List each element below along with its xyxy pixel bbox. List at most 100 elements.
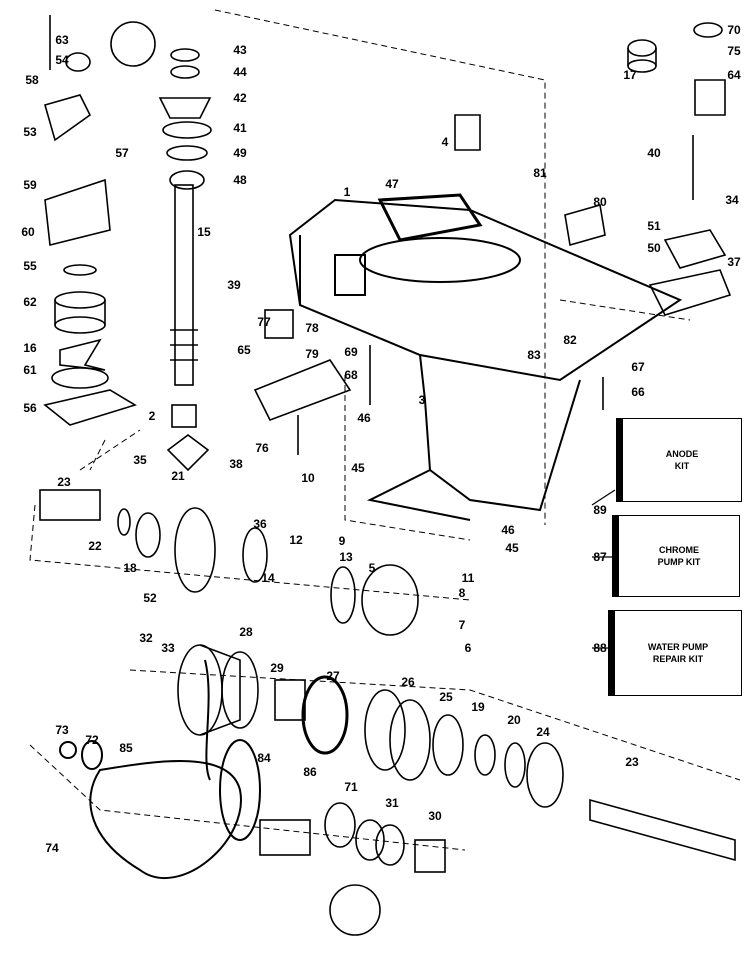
part-number-45: 45: [505, 541, 519, 555]
kit-label: CHROME: [659, 545, 699, 555]
kit-label: ANODE: [665, 449, 699, 459]
chrome-pump-kit-box: CHROME PUMP KIT: [612, 515, 740, 597]
kit-leader-lines: [591, 489, 616, 649]
part-number-62: 62: [23, 295, 37, 309]
part-number-46: 46: [357, 411, 371, 425]
part-number-15: 15: [197, 225, 211, 239]
part-number-74: 74: [45, 841, 59, 855]
part-number-45: 45: [351, 461, 365, 475]
part-number-64: 64: [727, 68, 741, 82]
water-pump-parts: [43, 15, 137, 426]
part-number-50: 50: [647, 241, 661, 255]
part-number-24: 24: [536, 725, 550, 739]
part-number-23: 23: [57, 475, 71, 489]
part-number-70: 70: [727, 23, 741, 37]
part-number-55: 55: [23, 259, 37, 273]
part-number-10: 10: [301, 471, 315, 485]
part-number-28: 28: [239, 625, 253, 639]
kit-label: PUMP KIT: [657, 557, 701, 567]
part-number-22: 22: [88, 539, 102, 553]
part-number-35: 35: [133, 453, 147, 467]
part-number-13: 13: [339, 550, 353, 564]
part-number-78: 78: [305, 321, 319, 335]
part-number-53: 53: [23, 125, 37, 139]
part-number-19: 19: [471, 700, 485, 714]
part-number-39: 39: [227, 278, 241, 292]
part-number-65: 65: [237, 343, 251, 357]
part-number-38: 38: [229, 457, 243, 471]
part-number-86: 86: [303, 765, 317, 779]
part-number-54: 54: [55, 53, 69, 67]
part-number-36: 36: [253, 517, 267, 531]
part-number-59: 59: [23, 178, 37, 192]
part-number-61: 61: [23, 363, 37, 377]
anode-77: [264, 309, 294, 339]
part-number-6: 6: [464, 641, 472, 655]
part-number-66: 66: [631, 385, 645, 399]
part-number-43: 43: [233, 43, 247, 57]
part-number-31: 31: [385, 796, 399, 810]
part-number-23: 23: [625, 755, 639, 769]
propeller-shaft: [589, 798, 736, 862]
part-number-51: 51: [647, 219, 661, 233]
part-number-52: 52: [143, 591, 157, 605]
part-number-32: 32: [139, 631, 153, 645]
part-number-76: 76: [255, 441, 269, 455]
part-number-72: 72: [85, 733, 99, 747]
part-number-14: 14: [261, 571, 275, 585]
part-number-57: 57: [115, 146, 129, 160]
propeller: [59, 659, 261, 879]
part-number-2: 2: [148, 409, 156, 423]
part-number-83: 83: [527, 348, 541, 362]
part-number-20: 20: [507, 713, 521, 727]
gearcase-housing: [288, 198, 683, 521]
part-number-63: 63: [55, 33, 69, 47]
rear-bearing-parts: [259, 802, 446, 873]
part-number-11: 11: [461, 571, 475, 585]
part-number-69: 69: [344, 345, 358, 359]
part-number-37: 37: [727, 255, 741, 269]
part-number-81: 81: [533, 166, 547, 180]
part-number-17: 17: [623, 68, 637, 82]
part-number-33: 33: [161, 641, 175, 655]
part-number-80: 80: [593, 195, 607, 209]
bearing-housing-assembly: [177, 644, 564, 808]
part-number-4: 4: [441, 135, 449, 149]
part-number-34: 34: [725, 193, 739, 207]
part-number-73: 73: [55, 723, 69, 737]
part-number-8: 8: [458, 586, 466, 600]
part-number-60: 60: [21, 225, 35, 239]
part-number-25: 25: [439, 690, 453, 704]
part-number-49: 49: [233, 146, 247, 160]
part-number-42: 42: [233, 91, 247, 105]
part-number-75: 75: [727, 44, 741, 58]
part-number-12: 12: [289, 533, 303, 547]
part-number-48: 48: [233, 173, 247, 187]
part-number-84: 84: [257, 751, 271, 765]
part-number-3: 3: [418, 393, 426, 407]
kit-label: REPAIR KIT: [652, 654, 704, 664]
part-number-44: 44: [233, 65, 247, 79]
part-number-16: 16: [23, 341, 37, 355]
part-number-67: 67: [631, 360, 645, 374]
detail-circle-bottom: [329, 884, 381, 936]
part-number-68: 68: [344, 368, 358, 382]
part-number-46: 46: [501, 523, 515, 537]
part-number-79: 79: [305, 347, 319, 361]
shift-rod-parts: [454, 22, 732, 316]
part-number-40: 40: [647, 146, 661, 160]
part-number-89: 89: [593, 503, 607, 517]
part-number-1: 1: [343, 185, 351, 199]
forward-gear-assembly: [39, 489, 419, 636]
part-number-82: 82: [563, 333, 577, 347]
part-number-58: 58: [25, 73, 39, 87]
part-number-47: 47: [385, 177, 399, 191]
anode-plate-65: [253, 359, 352, 422]
driveshaft: [170, 184, 198, 386]
part-number-27: 27: [326, 669, 340, 683]
part-number-5: 5: [368, 561, 376, 575]
